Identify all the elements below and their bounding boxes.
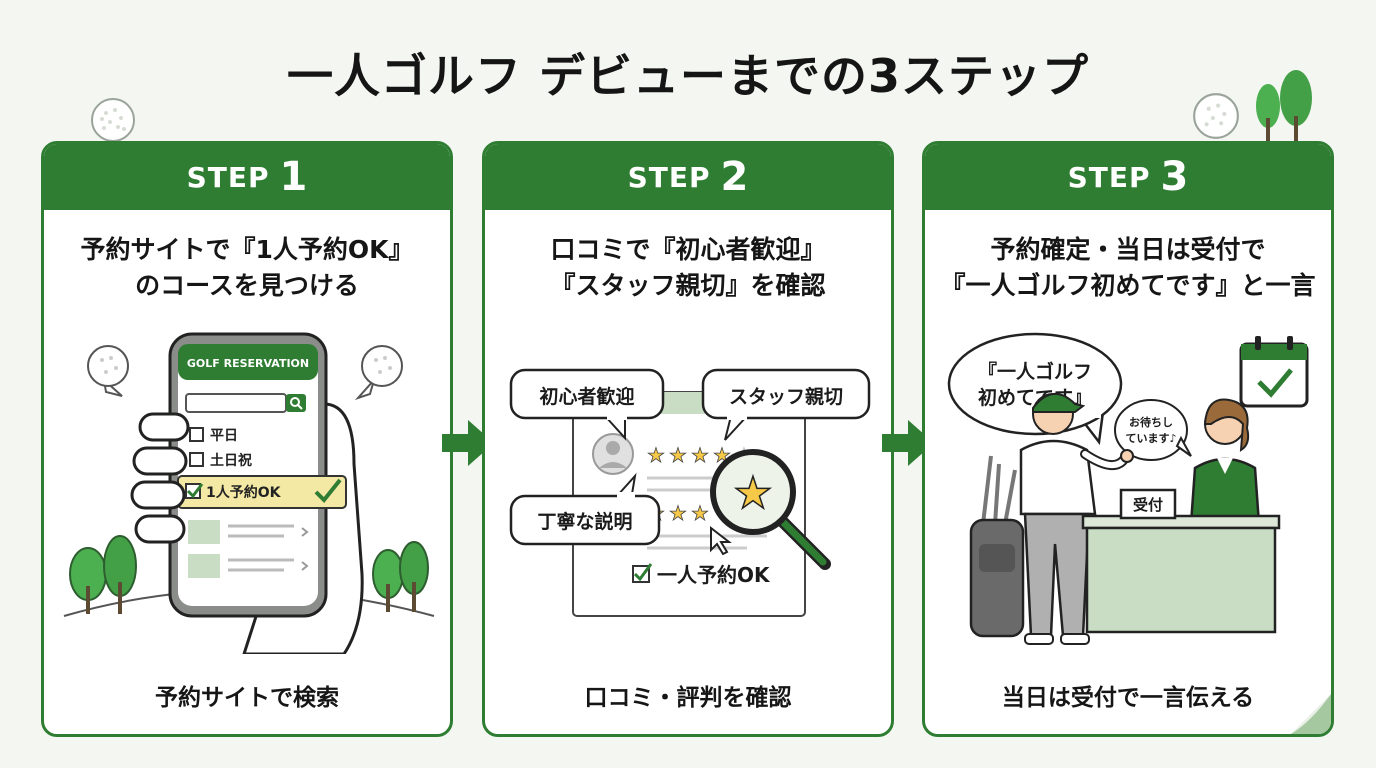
- reception-counter: 受付: [1081, 488, 1281, 634]
- step-card-3: STEP 3 予約確定・当日は受付で 『一人ゴルフ初めてです』と一言 『一人ゴル…: [922, 141, 1334, 737]
- step-title-line: 『スタッフ親切』を確認: [550, 271, 826, 301]
- check-label: 一人予約OK: [657, 563, 771, 587]
- arrow-right-icon: [442, 420, 494, 466]
- staff-speech-line: お待ちし: [1129, 415, 1173, 429]
- step-title-line: 予約サイトで『1人予約OK』: [80, 235, 414, 264]
- step-title-line: のコースを見つける: [135, 271, 359, 301]
- reception-illustration: 『一人ゴルフ 初めてです』 お待ちし ています♪: [947, 332, 1309, 645]
- speech-line: 『一人ゴルフ: [978, 360, 1092, 383]
- checkbox: [189, 427, 204, 442]
- step-number: 1: [279, 154, 308, 200]
- step-header: STEP 2: [485, 144, 891, 210]
- step-title-line: 予約確定・当日は受付で: [990, 235, 1266, 264]
- check-icon: [633, 563, 653, 582]
- svg-text:★: ★: [691, 443, 709, 467]
- phone-search-illustration: GOLF RESERVATION 平日 土日祝 1人予約OK: [63, 332, 435, 654]
- staff-speech-line: ています♪: [1125, 432, 1176, 445]
- review-illustration: ★★★★ ★ ★★★ ★ 初心者歓迎 スタッフ親切: [509, 368, 871, 617]
- cursor-icon: [710, 525, 732, 556]
- tree-icon: [69, 535, 137, 614]
- option-label: 平日: [210, 428, 238, 444]
- step-title-line: 『一人ゴルフ初めてです』と一言: [940, 271, 1316, 301]
- phone-header: GOLF RESERVATION: [187, 357, 309, 370]
- step-number: 3: [1160, 154, 1189, 200]
- svg-text:★: ★: [669, 501, 687, 525]
- counter-sign: 受付: [1133, 496, 1163, 514]
- bubble-text: 丁寧な説明: [537, 510, 632, 533]
- step-title: 予約サイトで『1人予約OK』 のコースを見つける: [44, 232, 450, 305]
- tree-icon: [1256, 70, 1312, 142]
- golf-ball-icon: [91, 98, 135, 142]
- svg-text:★: ★: [647, 443, 665, 467]
- svg-text:★: ★: [691, 501, 709, 525]
- step-label: STEP: [186, 160, 270, 194]
- svg-text:★: ★: [669, 443, 687, 467]
- svg-text:★: ★: [733, 468, 772, 519]
- speech-bubble: スタッフ親切: [701, 368, 871, 441]
- step-title: 口コミで『初心者歓迎』 『スタッフ親切』を確認: [485, 232, 891, 305]
- step-label: STEP: [627, 160, 711, 194]
- step-caption: 当日は受付で一言伝える: [1001, 685, 1255, 711]
- step-caption: 口コミ・評判を確認: [584, 685, 792, 711]
- golfer-person: [1019, 393, 1134, 645]
- speech-bubble: 『一人ゴルフ 初めてです』: [947, 332, 1123, 446]
- step-header: STEP 3: [925, 144, 1331, 210]
- step-title-line: 口コミで『初心者歓迎』: [550, 235, 826, 264]
- page-curl-decoration: [1291, 694, 1331, 734]
- step-card-1: STEP 1 予約サイトで『1人予約OK』 のコースを見つける: [41, 141, 453, 737]
- highlight-option: 1人予約OK: [206, 484, 282, 501]
- step-card-2: STEP 2 口コミで『初心者歓迎』 『スタッフ親切』を確認 ★★★★ ★ ★★…: [482, 141, 894, 737]
- avatar: [592, 433, 634, 475]
- calendar-check-icon: [1239, 336, 1309, 408]
- staff-person: [1189, 398, 1261, 526]
- option-label: 土日祝: [210, 452, 252, 469]
- golf-ball-icon: [354, 345, 403, 401]
- speech-bubble: お待ちし ています♪: [1114, 399, 1192, 461]
- speech-bubble: 初心者歓迎: [509, 368, 665, 441]
- hand: [130, 412, 190, 544]
- step-number: 2: [720, 154, 749, 200]
- arrow-right-icon: [882, 420, 934, 466]
- step-caption: 予約サイトで検索: [155, 685, 339, 711]
- golf-ball-icon: [87, 345, 129, 397]
- magnifier-icon: ★: [710, 449, 831, 570]
- search-icon: [290, 397, 303, 410]
- golf-bag: [969, 455, 1025, 638]
- speech-bubble: 丁寧な説明: [509, 472, 661, 546]
- step-label: STEP: [1067, 160, 1151, 194]
- bubble-text: スタッフ親切: [729, 385, 843, 408]
- checkbox: [189, 452, 204, 467]
- tree-icon: [372, 541, 429, 612]
- golf-ball-icon: [1193, 93, 1239, 139]
- page-title: 一人ゴルフ デビューまでの3ステップ: [286, 49, 1090, 103]
- step-title: 予約確定・当日は受付で 『一人ゴルフ初めてです』と一言: [925, 232, 1331, 305]
- step-header: STEP 1: [44, 144, 450, 210]
- bubble-text: 初心者歓迎: [539, 385, 634, 408]
- check-icon: [314, 478, 342, 503]
